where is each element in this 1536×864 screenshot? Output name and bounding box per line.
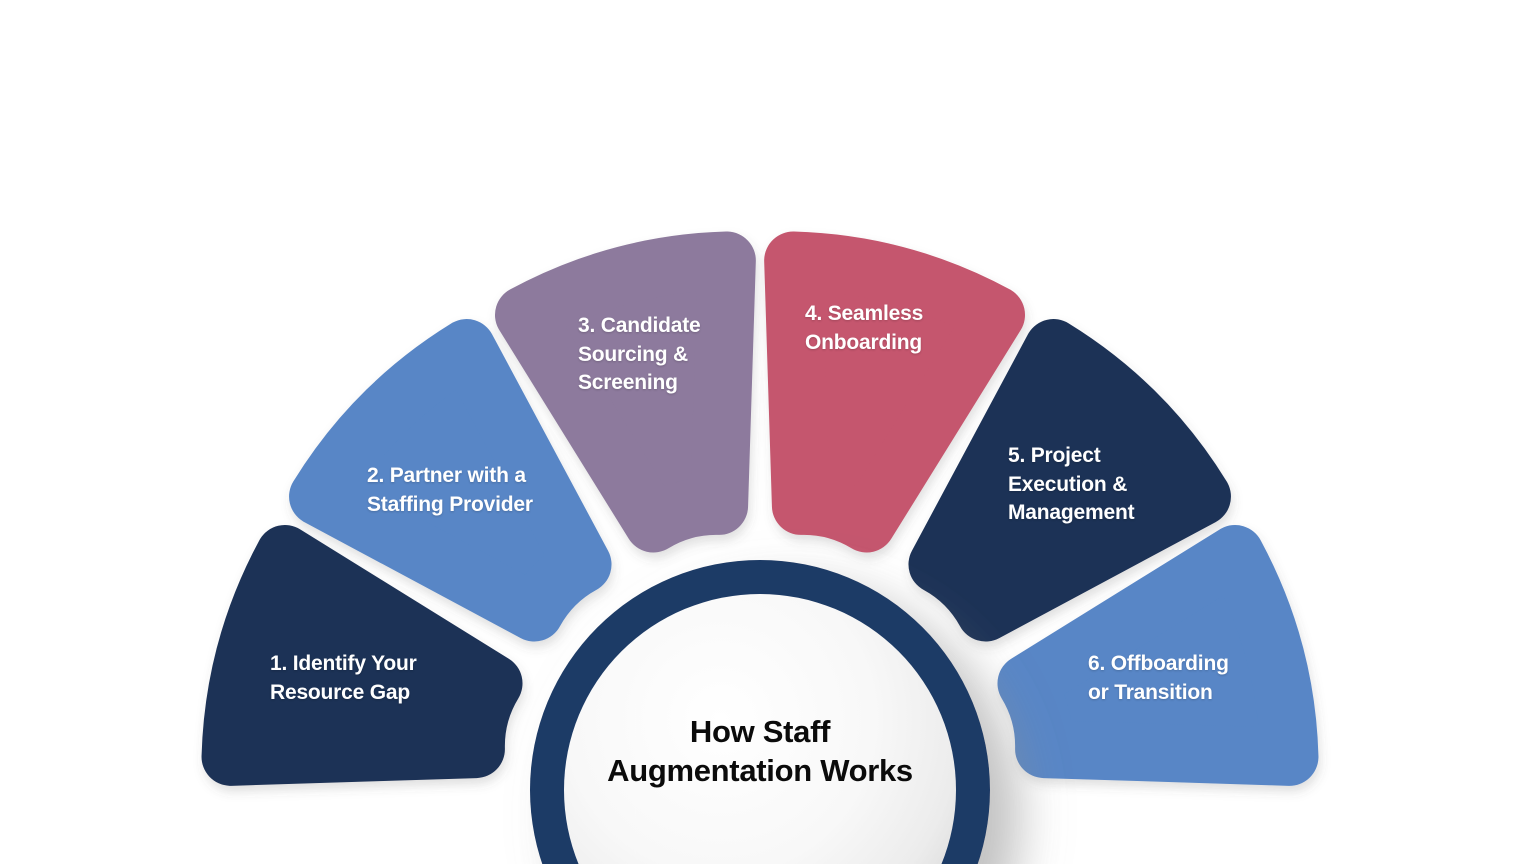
step-blade-1 (201, 524, 523, 786)
center-sphere (564, 594, 956, 864)
step-blade-3 (494, 231, 756, 553)
fan-blades-group (201, 231, 1319, 786)
step-blade-5 (908, 319, 1231, 642)
step-blade-6 (997, 524, 1319, 786)
step-blade-2 (289, 319, 612, 642)
step-blade-4 (764, 231, 1026, 553)
center-sphere-group (530, 560, 990, 864)
diagram-title: How Staff Augmentation Works (607, 714, 913, 788)
